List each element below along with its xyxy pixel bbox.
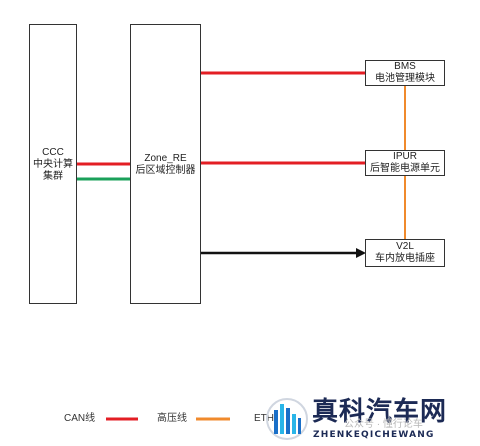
ccc-box <box>29 24 77 304</box>
bms-box <box>365 60 445 86</box>
zone-re-label: Zone_RE 后区域控制器 <box>130 153 201 177</box>
v2l-box <box>365 239 445 267</box>
v2l-name: V2L <box>396 241 414 252</box>
ccc-name: CCC <box>42 147 64 158</box>
watermark-title: 真科汽车网 <box>312 397 448 427</box>
legend-hv-label: 高压线 <box>157 413 187 424</box>
ipur-label: IPUR 后智能电源单元 <box>365 151 445 175</box>
watermark-logo-icon <box>266 398 308 440</box>
bms-desc: 电池管理模块 <box>375 73 435 84</box>
ipur-box <box>365 150 445 176</box>
zone-re-box <box>130 24 201 304</box>
zone-re-desc: 后区域控制器 <box>135 165 196 176</box>
v2l-desc: 车内放电插座 <box>375 253 435 264</box>
watermark-faint-text: 公众号 · 懂行论车 <box>344 419 423 430</box>
zone-re-name: Zone_RE <box>144 153 187 164</box>
bms-name: BMS <box>394 61 416 72</box>
v2l-label: V2L 车内放电插座 <box>365 241 445 265</box>
bms-label: BMS 电池管理模块 <box>365 61 445 85</box>
watermark-subtitle: ZHENKEQICHEWANG <box>313 430 435 440</box>
ccc-desc-2: 集群 <box>43 171 63 182</box>
ccc-label: CCC 中央计算 集群 <box>29 147 77 183</box>
legend-can-label: CAN线 <box>64 413 96 424</box>
legend-eth-label: ETH <box>254 413 274 424</box>
ipur-desc: 后智能电源单元 <box>370 163 440 174</box>
power-arrow-head <box>356 248 366 258</box>
ccc-desc-1: 中央计算 <box>33 159 73 170</box>
ipur-name: IPUR <box>393 151 417 162</box>
